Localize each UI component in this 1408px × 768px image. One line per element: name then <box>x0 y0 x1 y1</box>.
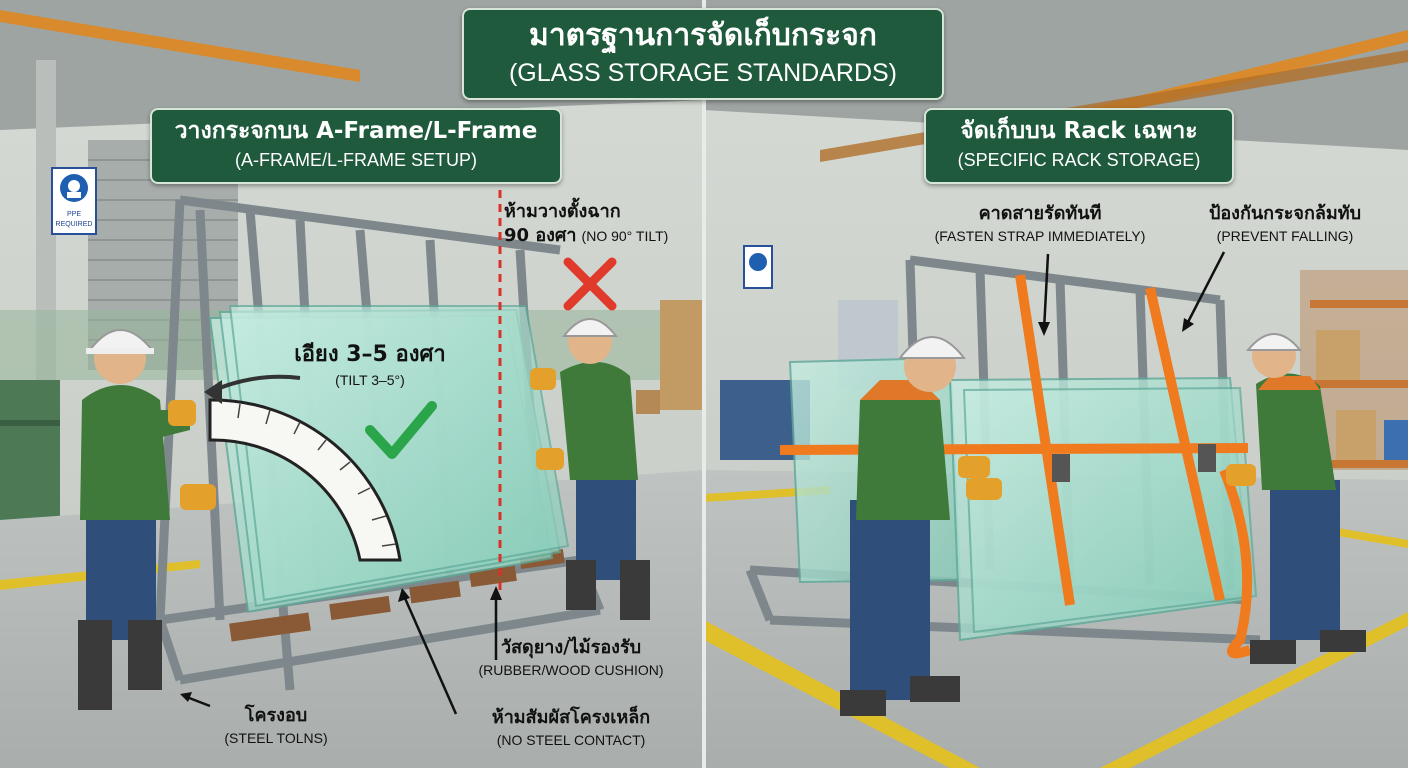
strap-label-english: (FASTEN STRAP IMMEDIATELY) <box>934 228 1146 244</box>
tilt-label-english: (TILT 3–5°) <box>335 372 405 388</box>
worker-right-1 <box>840 336 1002 716</box>
no-steel-label-thai: ห้ามสัมผัสโครงเหล็ก <box>491 707 651 728</box>
cross-mark-icon <box>563 257 617 311</box>
no-vertical-thai-2: 90 องศา <box>504 225 577 246</box>
worker-right-2 <box>1226 333 1366 664</box>
ppe-required-sign: PPE REQUIRED <box>51 167 97 235</box>
safety-sign-right <box>743 245 773 289</box>
left-panel-heading: วางกระจกบน A-Frame/L-Frame (A-FRAME/L-FR… <box>150 108 562 184</box>
ppe-sign-line1: PPE <box>67 211 81 218</box>
tilt-label-thai: เอียง 3–5 องศา <box>294 342 446 367</box>
worker-left-2 <box>530 318 650 620</box>
cushion-label-thai: วัสดุยาง/ไม้รองรับ <box>500 637 642 658</box>
arrow-heads <box>180 318 1194 702</box>
no-steel-label-english: (NO STEEL CONTACT) <box>496 732 646 748</box>
prevent-label: ป้องกันกระจกล้มทับ (PREVENT FALLING) <box>1180 202 1390 246</box>
page-title-thai: มาตรฐานการจัดเก็บกระจก <box>529 18 877 53</box>
prevent-label-thai: ป้องกันกระจกล้มทับ <box>1208 203 1362 224</box>
right-panel-heading: จัดเก็บบน Rack เฉพาะ (SPECIFIC RACK STOR… <box>924 108 1234 184</box>
strap-label: คาดสายรัดทันที (FASTEN STRAP IMMEDIATELY… <box>900 202 1180 246</box>
no-vertical-thai: ห้ามวางตั้งฉาก <box>504 201 621 222</box>
safety-straps <box>779 274 1253 659</box>
left-heading-thai: วางกระจกบน A-Frame/L-Frame <box>174 118 538 144</box>
left-heading-english: (A-FRAME/L-FRAME SETUP) <box>234 150 477 170</box>
no-steel-label: ห้ามสัมผัสโครงเหล็ก (NO STEEL CONTACT) <box>456 706 686 750</box>
frame-label-english: (STEEL TOLNS) <box>224 730 328 746</box>
tilt-label: เอียง 3–5 องศา (TILT 3–5°) <box>270 340 470 390</box>
right-heading-english: (SPECIFIC RACK STORAGE) <box>957 150 1201 170</box>
no-vertical-label: ห้ามวางตั้งฉาก 90 องศา (NO 90° TILT) <box>504 200 700 248</box>
frame-label: โครงอบ (STEEL TOLNS) <box>196 704 356 748</box>
no-vertical-english: (NO 90° TILT) <box>581 228 669 244</box>
right-heading-thai: จัดเก็บบน Rack เฉพาะ <box>960 118 1198 144</box>
page-title-banner: มาตรฐานการจัดเก็บกระจก (GLASS STORAGE ST… <box>462 8 944 100</box>
page-title-english: (GLASS STORAGE STANDARDS) <box>508 59 898 87</box>
cushion-label-english: (RUBBER/WOOD CUSHION) <box>478 662 664 678</box>
tilt-protractor <box>204 374 402 562</box>
frame-label-thai: โครงอบ <box>244 705 308 726</box>
worker-left-1 <box>78 329 216 710</box>
cushion-label: วัสดุยาง/ไม้รองรับ (RUBBER/WOOD CUSHION) <box>446 636 696 680</box>
check-mark-icon <box>365 401 437 459</box>
leader-arrows <box>183 251 1226 715</box>
ppe-sign-line2: REQUIRED <box>56 221 93 228</box>
strap-label-thai: คาดสายรัดทันที <box>978 203 1102 224</box>
prevent-label-english: (PREVENT FALLING) <box>1216 228 1354 244</box>
